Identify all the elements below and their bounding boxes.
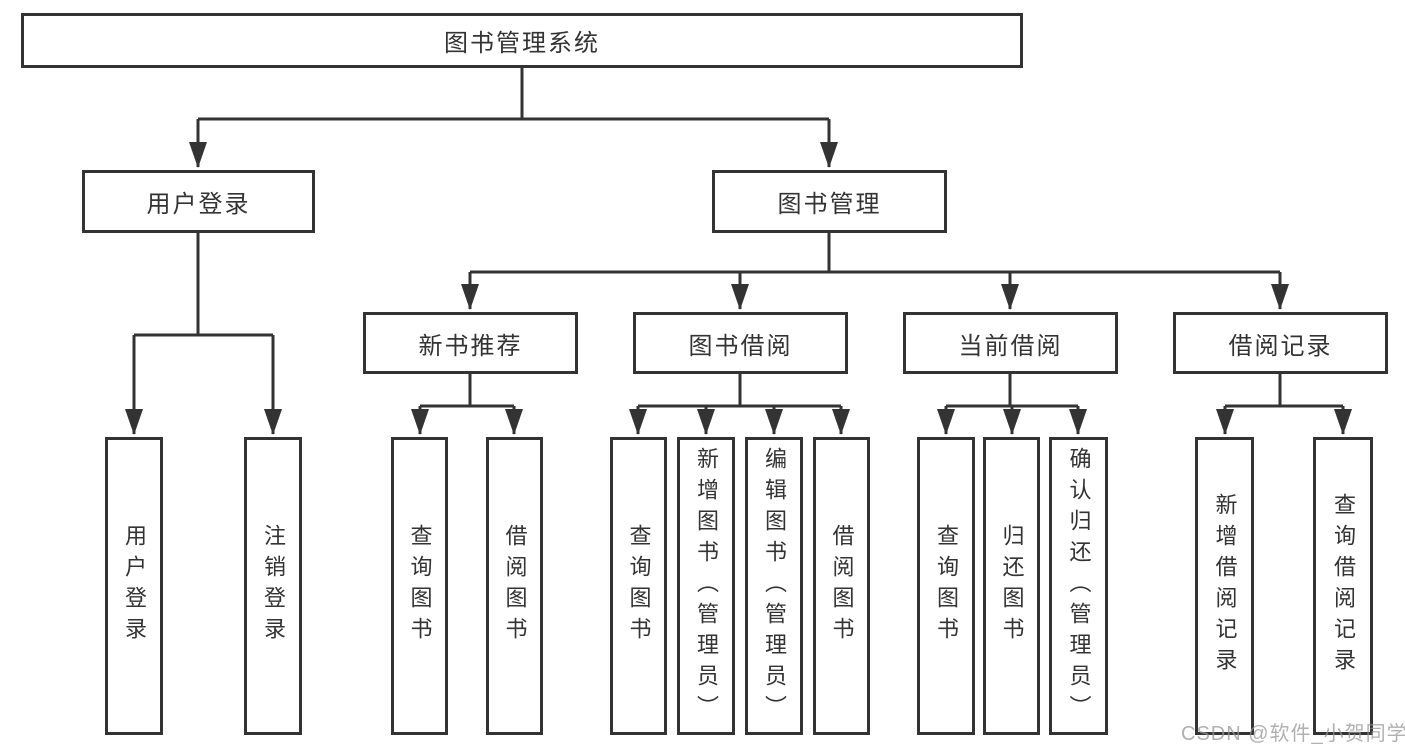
leaf-return-books: 归还图书 xyxy=(983,437,1040,735)
leaf-logout: 注销登录 xyxy=(244,437,302,735)
leaf-label: 新增图书（管理员） xyxy=(694,446,719,726)
leaf-label: 借阅图书 xyxy=(829,524,855,648)
leaf-label: 归还图书 xyxy=(999,524,1025,648)
leaf-edit-books-admin: 编辑图书（管理员） xyxy=(745,437,803,735)
leaf-label: 查询图书 xyxy=(934,524,959,648)
leaf-label: 查询图书 xyxy=(626,524,652,648)
node-borrowing-records: 借阅记录 xyxy=(1173,312,1388,374)
csdn-watermark: CSDN @软件_小贺同学 xyxy=(1181,723,1405,745)
leaf-user-login: 用户登录 xyxy=(105,437,163,735)
leaf-add-borrow-record: 新增借阅记录 xyxy=(1195,437,1254,735)
leaf-label: 查询借阅记录 xyxy=(1331,493,1356,679)
leaf-label: 编辑图书（管理员） xyxy=(762,446,787,726)
leaf-borrow-books: 借阅图书 xyxy=(813,437,870,735)
leaf-search-borrow-record: 查询借阅记录 xyxy=(1313,437,1373,735)
leaf-search-books-borrowing: 查询图书 xyxy=(610,437,667,735)
node-user-login: 用户登录 xyxy=(82,170,315,233)
node-new-book-recommendation: 新书推荐 xyxy=(363,312,578,374)
leaf-label: 查询图书 xyxy=(407,524,433,648)
node-book-borrowing: 图书借阅 xyxy=(633,312,848,374)
node-book-management: 图书管理 xyxy=(712,170,947,233)
leaf-label: 确认归还（管理员） xyxy=(1066,446,1092,726)
leaf-label: 新增借阅记录 xyxy=(1212,493,1238,679)
leaf-confirm-return-admin: 确认归还（管理员） xyxy=(1049,437,1108,735)
leaf-borrow-books-recommend: 借阅图书 xyxy=(486,437,543,735)
leaf-search-books-recommend: 查询图书 xyxy=(391,437,448,735)
leaf-search-books-current: 查询图书 xyxy=(917,437,975,735)
node-root: 图书管理系统 xyxy=(21,13,1023,68)
leaf-label: 注销登录 xyxy=(261,524,286,648)
leaf-add-books-admin: 新增图书（管理员） xyxy=(677,437,735,735)
node-current-borrowing: 当前借阅 xyxy=(903,312,1118,374)
leaf-label: 用户登录 xyxy=(122,524,147,648)
leaf-label: 借阅图书 xyxy=(502,524,528,648)
